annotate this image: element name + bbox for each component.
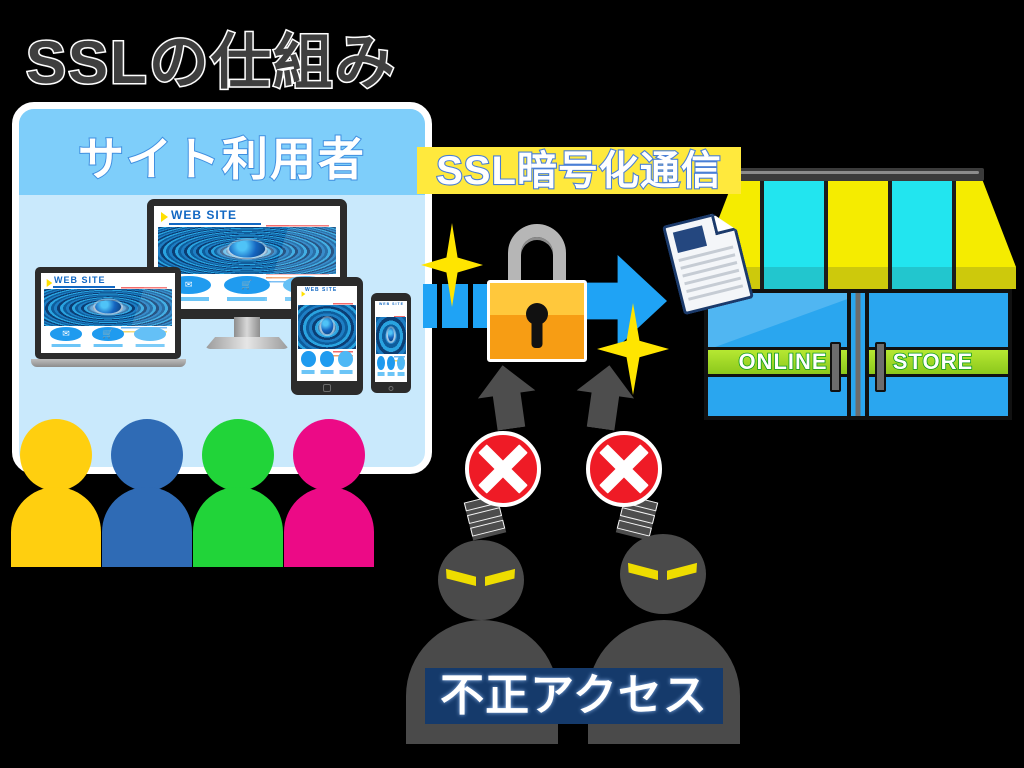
store-sign-word-store: STORE — [892, 348, 974, 375]
attack-arrow-left — [474, 361, 540, 432]
awning-stripe — [892, 181, 956, 267]
device-cluster: WEB SITE ✉ 🛒 — [19, 195, 425, 395]
screen-header: WEB SITE — [375, 301, 407, 316]
awning-stripe — [956, 181, 1016, 267]
play-triangle-icon — [46, 279, 53, 287]
hero-ripple-graphic — [157, 226, 337, 274]
door-handle-right[interactable] — [875, 342, 886, 393]
cloud-icon — [133, 327, 167, 348]
unauthorized-access-label: 不正アクセス — [425, 668, 723, 724]
attacker-eye-right — [667, 562, 697, 580]
attacker-eye-left — [446, 568, 476, 586]
prohibited-sign — [586, 431, 662, 507]
padlock-keyhole — [526, 303, 548, 325]
site-users-panel: サイト利用者 WEB SITE — [12, 102, 432, 474]
globe-icon — [95, 300, 121, 314]
globe-icon — [229, 240, 265, 258]
attacker-eye-left — [628, 562, 658, 580]
cart-icon: 🛒 — [224, 276, 270, 302]
awning-stripe — [828, 181, 892, 267]
cart-icon: 🛒 — [91, 327, 125, 348]
mail-icon — [300, 350, 316, 375]
attack-arrow-right — [572, 361, 638, 432]
smartphone: WEB SITE — [371, 293, 411, 393]
monitor-neck — [234, 317, 260, 339]
header-underline — [53, 286, 115, 288]
door-handle-left[interactable] — [830, 342, 841, 393]
cloud-icon — [397, 356, 405, 377]
feature-icon-row — [299, 350, 355, 378]
prohibited-sign — [465, 431, 541, 507]
padlock-body — [487, 280, 587, 362]
store-building: ONLINE STORE — [704, 289, 1012, 420]
mail-icon — [377, 356, 385, 377]
phone-screen: WEB SITE — [375, 301, 407, 382]
home-button-icon — [388, 386, 394, 391]
feature-icon-row: ✉ 🛒 — [45, 327, 171, 349]
globe-icon — [387, 328, 395, 342]
user-avatar-pink — [293, 419, 365, 491]
header-underline — [169, 223, 261, 225]
page-title: SSLの仕組み — [25, 28, 397, 98]
awning-band-segment — [828, 267, 892, 289]
play-triangle-icon — [301, 291, 306, 297]
ssl-encrypted-banner: SSL暗号化通信 — [417, 147, 741, 194]
cart-icon — [387, 356, 395, 377]
arrow-dash-segment — [442, 284, 468, 328]
user-avatar-green — [202, 419, 274, 491]
online-store: ONLINE STORE — [700, 168, 1016, 420]
mail-icon: ✉ — [49, 327, 83, 348]
user-avatar-blue-body — [102, 487, 192, 567]
attacker-head-right — [620, 534, 706, 614]
tablet-screen: WEB SITE — [297, 286, 357, 381]
unauthorized-access-label-text: 不正アクセス — [440, 671, 708, 720]
ssl-banner-label: SSL暗号化通信 — [435, 148, 722, 193]
cloud-icon — [338, 350, 354, 375]
laptop: WEB SITE ✉ 🛒 — [31, 267, 186, 373]
awning-top-bar — [732, 168, 984, 181]
laptop-base — [31, 359, 186, 367]
site-users-header-label: サイト利用者 — [77, 132, 366, 186]
site-users-header: サイト利用者 — [19, 109, 425, 195]
home-button-icon — [323, 384, 331, 392]
hero-ripple-graphic — [43, 289, 173, 326]
awning-band-segment — [892, 267, 956, 289]
screen-header: WEB SITE — [297, 286, 357, 304]
screen-header: WEB SITE — [154, 206, 340, 225]
awning-stripe — [764, 181, 828, 267]
arrow-dash-segment — [423, 284, 437, 328]
feature-icon-row — [376, 356, 406, 379]
user-avatar-yellow-body — [11, 487, 101, 567]
laptop-bezel: WEB SITE ✉ 🛒 — [35, 267, 181, 359]
user-avatar-green-body — [193, 487, 283, 567]
laptop-screen: WEB SITE ✉ 🛒 — [41, 273, 175, 353]
store-door[interactable] — [847, 293, 869, 416]
user-avatar-yellow — [20, 419, 92, 491]
attacker-head-left — [438, 540, 524, 620]
tablet: WEB SITE — [291, 277, 363, 395]
monitor-base — [205, 337, 289, 349]
website-label: WEB SITE — [54, 275, 106, 285]
padlock-icon — [487, 224, 587, 362]
padlock-shackle — [508, 224, 566, 296]
hero-ripple-graphic — [375, 317, 407, 355]
website-label: WEB SITE — [171, 208, 238, 222]
awning-band-segment — [764, 267, 828, 289]
user-avatar-pink-body — [284, 487, 374, 567]
screen-header: WEB SITE — [41, 273, 175, 288]
store-sign-word-online: ONLINE — [738, 348, 828, 375]
awning-stripes — [700, 181, 1016, 267]
globe-icon — [321, 318, 333, 334]
awning-band — [700, 267, 1016, 289]
hero-ripple-graphic — [298, 305, 356, 349]
user-avatar-blue — [111, 419, 183, 491]
website-label: WEB SITE — [305, 287, 338, 293]
play-triangle-icon — [161, 212, 168, 222]
website-label: WEB SITE — [379, 302, 404, 306]
cart-icon — [319, 350, 335, 375]
awning-band-segment — [956, 267, 1016, 289]
attacker-eye-right — [485, 568, 515, 586]
